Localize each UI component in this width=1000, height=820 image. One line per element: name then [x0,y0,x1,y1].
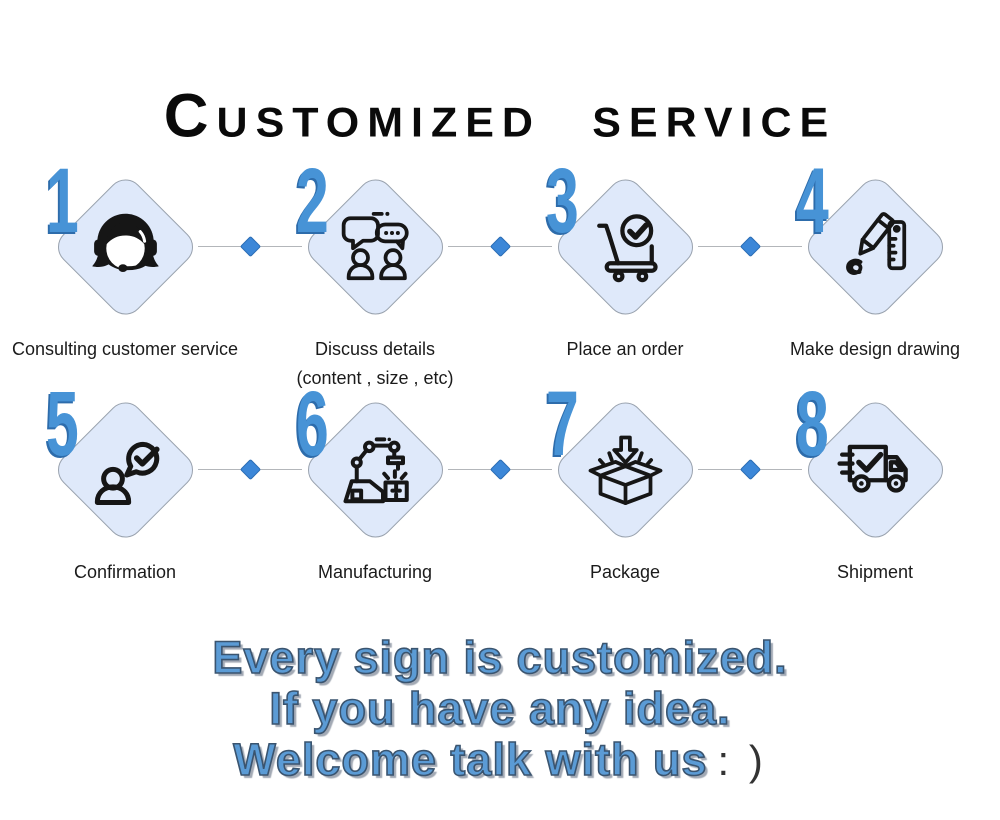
shopping-cart-check-icon [596,213,658,282]
delivery-truck-icon [836,444,908,493]
step-shipment: 8 Shipment [750,378,1000,618]
step-number: 8 [796,373,829,475]
step-number: 3 [546,150,579,252]
step-label: Discuss details (content , size , etc) [296,339,454,388]
smiley-text: : ) [717,737,767,784]
step-number: 1 [46,150,79,252]
step-place-order: 3 Place an order [500,155,750,395]
step-diamond-wrap [300,394,450,545]
customer-service-agent-icon [91,213,159,272]
slogan-line-3: Welcome talk with us: ) [232,733,767,786]
slogan-line-2: If you have any idea. [269,682,731,735]
step-discuss-details: 2 Discuss details (content , size , etc) [250,155,500,395]
step-label: Consulting customer service [11,339,239,359]
step-label: Place an order [566,339,684,359]
step-package: 7 Package [500,378,750,618]
step-number: 2 [296,150,329,252]
open-box-arrow-icon [588,435,662,505]
slogan-line-1: Every sign is customized. [212,631,788,684]
step-number: 7 [546,373,579,475]
step-make-design: 4 Make design drawing [750,155,1000,395]
step-label: Manufacturing [317,562,433,582]
step-label: Package [589,562,661,582]
step-consulting: 1 Consulting customer service [0,155,250,395]
step-diamond-wrap [550,394,700,545]
robot-arm-icon [343,436,409,503]
step-number: 6 [296,373,329,475]
step-label: Make design drawing [789,339,961,359]
chat-discussion-icon [341,211,409,280]
person-check-bubble-icon [94,441,160,505]
page-title: Customized Service [163,82,837,150]
slogan-block: Every sign is customized. If you have an… [0,631,1000,786]
step-manufacturing: 6 Manufacturin [250,378,500,618]
step-diamond-wrap [50,171,200,322]
step-confirmation: 5 Confirmation [0,378,250,618]
step-diamond-wrap [800,171,950,322]
step-diamond-wrap [550,171,700,322]
step-diamond-wrap [50,394,200,545]
step-diamond-wrap [800,394,950,545]
pencil-and-ruler-icon [845,211,906,275]
step-number: 5 [46,373,79,475]
step-number: 4 [796,150,829,252]
step-label: Shipment [836,562,914,582]
step-label: Confirmation [73,562,177,582]
step-diamond-wrap [300,171,450,322]
